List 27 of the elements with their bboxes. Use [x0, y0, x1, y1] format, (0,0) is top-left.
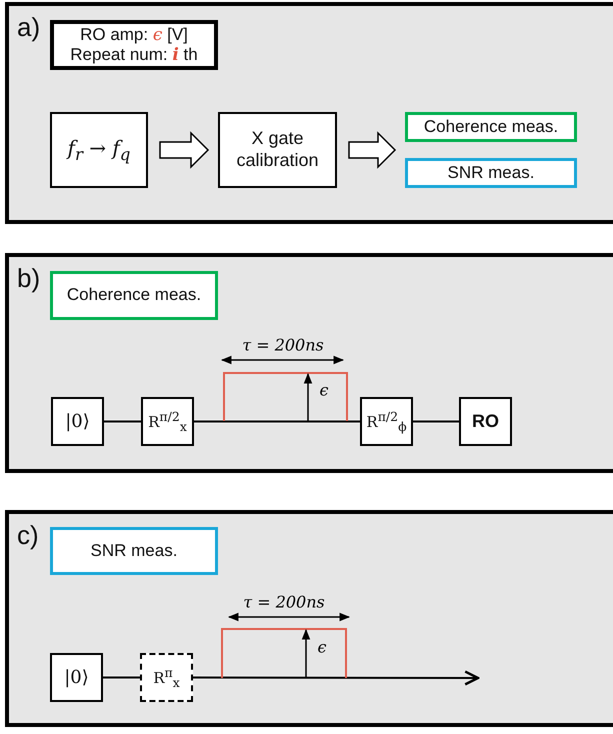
readout-box: RO — [459, 397, 512, 446]
measurement-box: Coherence meas. — [50, 271, 218, 320]
duration-label: τ = 200ns — [242, 336, 324, 354]
panel-label: a) — [17, 12, 40, 44]
wire-line — [103, 676, 140, 678]
process-box: f$_{r}$ → f$_{q}$ — [50, 112, 148, 188]
panel — [5, 2, 613, 224]
measurement-box: SNR meas. — [405, 158, 577, 188]
block-arrow — [348, 131, 396, 169]
wire-line — [104, 420, 141, 422]
measurement-box: Coherence meas. — [405, 112, 577, 142]
wire-line — [413, 420, 459, 422]
time-axis-arrow — [193, 670, 480, 686]
panel — [5, 253, 613, 473]
duration-label: τ = 200ns — [243, 592, 325, 612]
state-box: |0⟩ — [50, 653, 103, 702]
panel — [5, 510, 613, 727]
parameter-box: RO amp: ϵ [V] Repeat num: i th — [50, 20, 218, 70]
amplitude-label: ϵ — [320, 380, 328, 400]
amplitude-label: ϵ — [318, 638, 326, 656]
panel-label: b) — [17, 263, 40, 294]
measurement-box: SNR meas. — [50, 527, 218, 575]
block-arrow — [159, 131, 210, 169]
state-box: |0⟩ — [51, 397, 104, 446]
process-box: X gate calibration — [218, 112, 337, 188]
panel-label: c) — [17, 520, 39, 552]
wire-line — [194, 420, 360, 422]
